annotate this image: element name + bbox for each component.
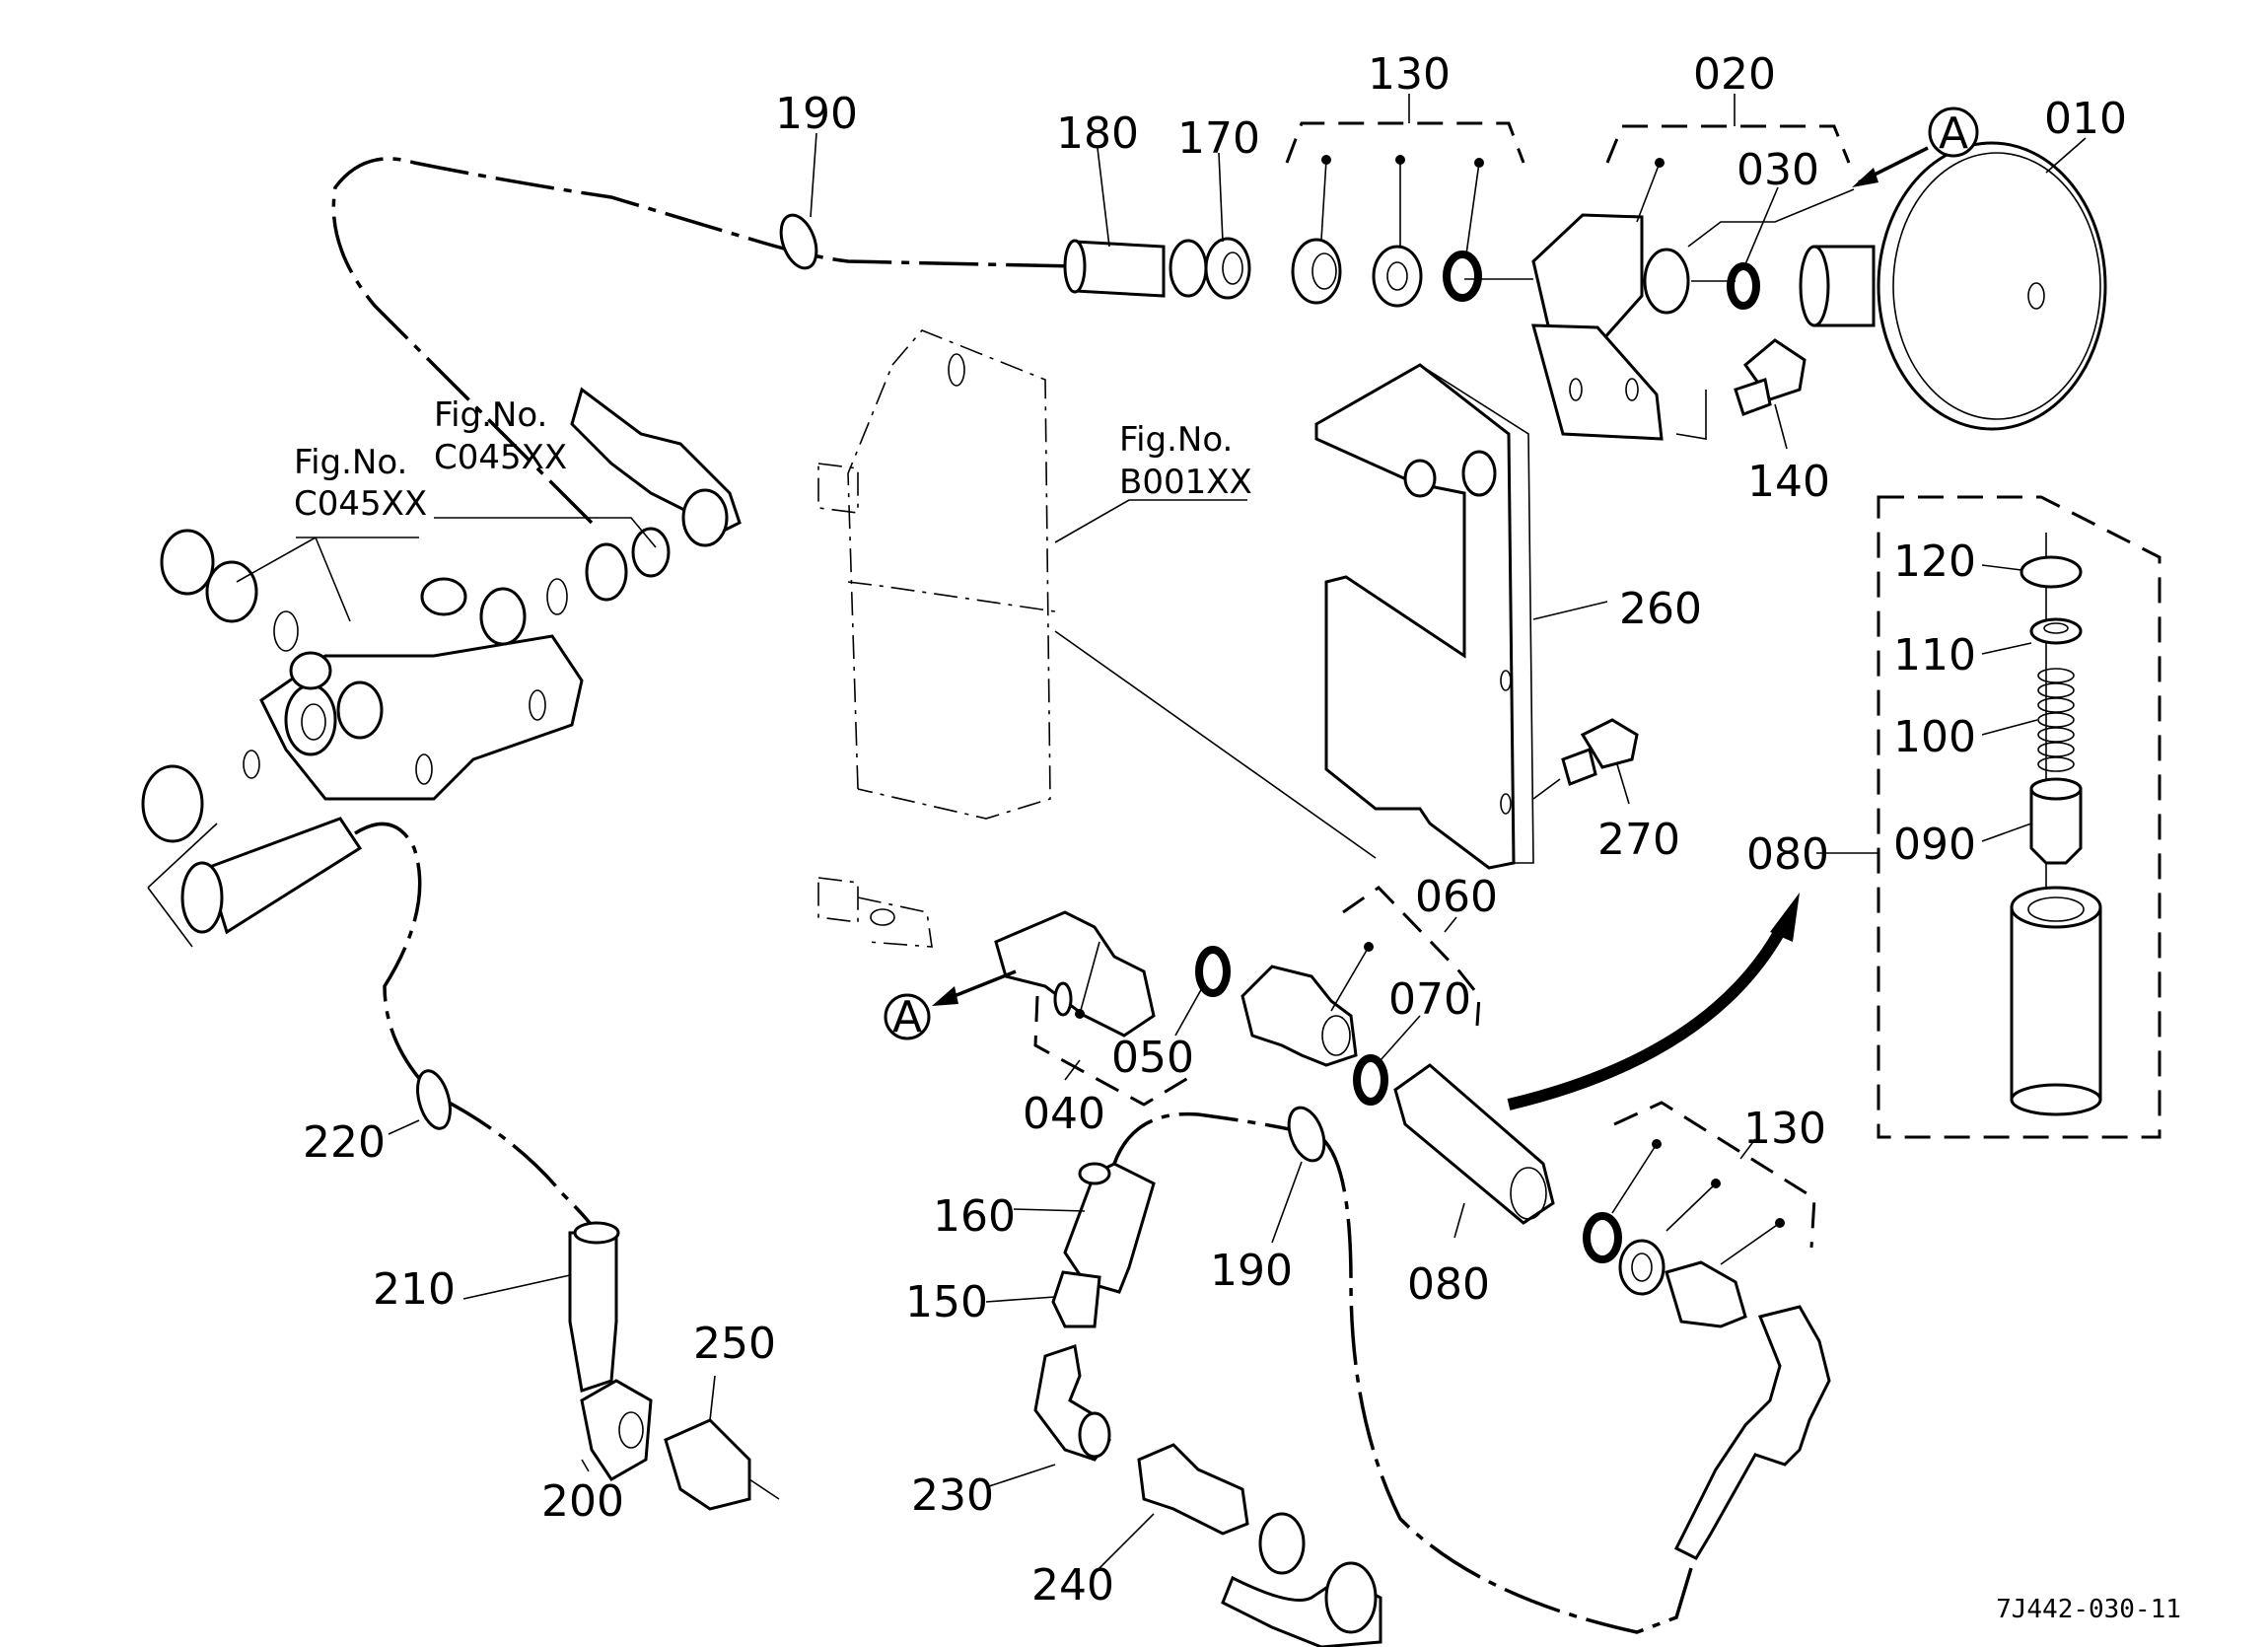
hose-lower-mid [985,1106,1382,1647]
ref-c045xx-left-line1: Fig.No. [294,443,407,482]
manifold [141,387,742,843]
hose-end-180 [1063,147,1166,298]
bolt-270 [1532,718,1639,805]
fitting-060 [1240,886,1481,1067]
label-060: 060 [1415,872,1498,922]
label-200: 200 [541,1476,624,1527]
ref-c045xx-right-line2: C045XX [434,438,567,477]
bracket-260 [1314,363,1608,870]
label-210: 210 [373,1264,456,1315]
label-250: 250 [693,1319,776,1369]
elbow-040 [884,910,1194,1107]
label-130-bottom: 130 [1743,1104,1826,1154]
label-120: 120 [1893,537,1976,587]
label-070: 070 [1388,974,1471,1025]
label-240: 240 [1031,1560,1114,1611]
snap-ring-120 [2020,555,2083,589]
label-190-top: 190 [775,89,858,139]
label-080-kit: 080 [1746,829,1829,880]
labels: 190 180 170 130 020 A 010 030 140 Fig.No… [294,49,2181,1624]
gauge-010 [1687,107,2107,431]
label-040: 040 [1023,1089,1105,1139]
nut-170 [1169,152,1251,300]
ref-b001xx-line1: Fig.No. [1119,420,1233,460]
label-020: 020 [1693,49,1776,100]
clamp-190-top [779,213,818,270]
oring-070 [1353,1015,1421,1106]
label-270: 270 [1597,815,1680,865]
view-marker-a-bottom: A [892,992,922,1042]
view-marker-a-top: A [1939,108,1968,159]
cylinder-080 [1393,893,1800,1239]
frame-b001xx [817,329,1377,948]
group-020 [1464,94,1851,441]
group-130-bottom [1315,1101,1831,1634]
label-010: 010 [2044,94,2127,144]
label-150: 150 [905,1277,988,1327]
label-190-bottom: 190 [1210,1246,1293,1296]
hose-top [331,132,1076,525]
ref-b001xx-line2: B001XX [1119,463,1252,502]
spring-100 [2037,668,2075,772]
group-130-top [1285,94,1525,308]
clamp-220 [416,1069,452,1130]
label-110: 110 [1893,630,1976,680]
drawing-code: 7J442-030-11 [1996,1595,2181,1624]
oring-050 [1174,946,1231,1037]
label-130-top: 130 [1368,49,1451,100]
label-100: 100 [1893,712,1976,762]
label-260: 260 [1619,584,1702,634]
label-230: 230 [911,1470,994,1521]
kit-box-080 [1816,495,2162,1139]
ref-c045xx-left-line2: C045XX [294,484,427,524]
label-140: 140 [1747,457,1830,507]
hose-lower-left [147,817,780,1511]
ref-c045xx-right-line1: Fig.No. [434,395,547,435]
label-030: 030 [1736,145,1819,195]
label-080-main: 080 [1407,1259,1490,1310]
label-160: 160 [933,1191,1016,1242]
label-090: 090 [1893,820,1976,870]
label-180: 180 [1056,108,1139,159]
oring-030 [1727,186,1779,310]
bolt-140 [1675,338,1807,450]
clamp-190-bottom [1287,1106,1326,1163]
label-170: 170 [1177,113,1260,164]
washer-110 [2029,617,2083,645]
label-220: 220 [303,1117,386,1168]
label-050: 050 [1111,1033,1194,1083]
